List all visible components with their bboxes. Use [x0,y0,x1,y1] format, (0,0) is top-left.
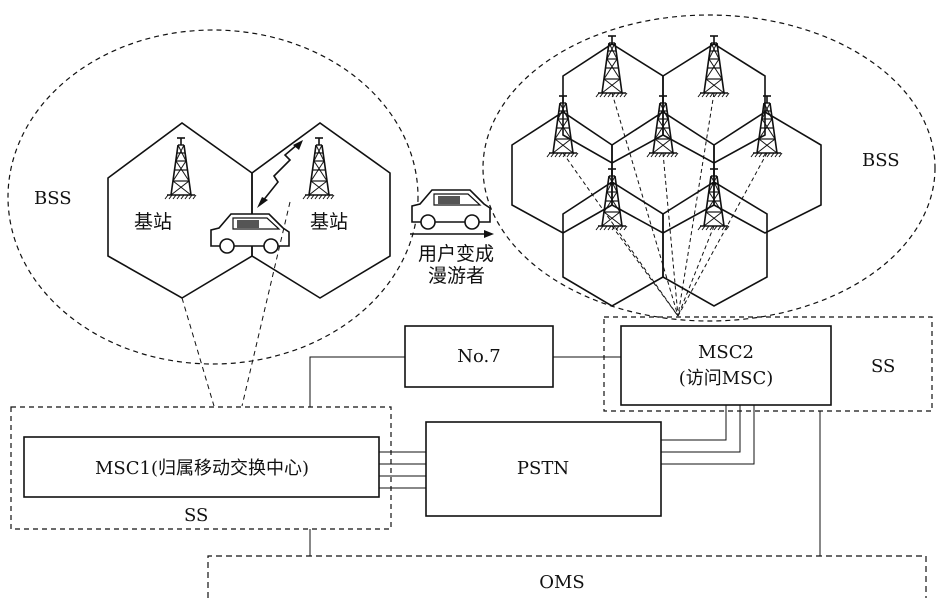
msc2-box [620,325,832,406]
ss-right-label: SS [871,356,895,377]
right-base-station-label: 基站 [310,211,348,233]
cell-tower-icon-5 [750,95,783,158]
left-bss-ellipse [7,29,419,365]
right-cell-grid [511,43,822,307]
oms-box [207,555,927,598]
left-bss-label: BSS [34,188,72,209]
pstn-box [425,421,662,517]
bss-to-msc1-links [181,201,291,407]
roaming-text-line2: 漫游者 [428,265,485,287]
left-base-station-label: 基站 [134,211,172,233]
pstn-label: PSTN [517,458,569,479]
tower-to-msc2-links [562,92,768,317]
roaming-car-icon [411,189,491,230]
msc2-label: MSC2 [698,342,754,363]
roaming-text-line1: 用户变成 [418,243,494,265]
right-bss-ellipse [482,14,936,322]
left-tower-icon-b [302,137,335,200]
left-car-icon [210,213,290,254]
msc2-sublabel: (访问MSC) [679,368,774,389]
msc1-label: MSC1(归属移动交换中心) [95,458,309,479]
left-tower-icon-a [164,137,197,200]
left-cell-hexagon-b [251,122,391,299]
ss-right-boundary [603,316,933,412]
signaling-connections [309,356,821,556]
oms-label: OMS [539,572,585,593]
msc1-box [23,436,380,498]
ss-left-boundary [10,406,392,530]
radio-link-icon [257,140,303,208]
no7-label: No.7 [457,346,500,367]
right-bss-label: BSS [862,150,900,171]
roaming-arrow [410,230,494,238]
no7-box [404,325,554,388]
ss-left-label: SS [184,505,208,526]
